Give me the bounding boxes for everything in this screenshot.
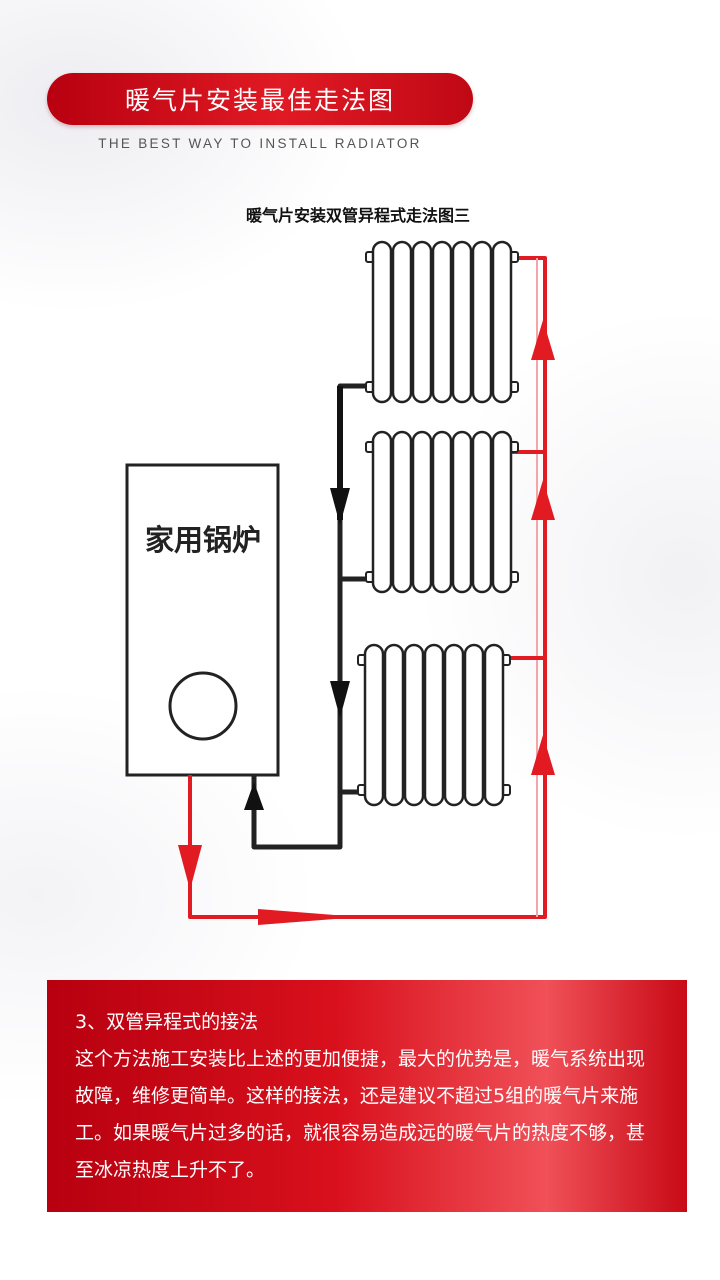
supply-arrow-right-icon <box>258 909 360 925</box>
return-arrow-down-icon <box>330 488 350 525</box>
boiler-label: 家用锅炉 <box>145 523 261 557</box>
radiator-fin <box>483 643 505 807</box>
radiator-fin <box>391 430 413 594</box>
radiator-fin <box>451 430 473 594</box>
radiator-fin <box>451 240 473 404</box>
page-title: 暖气片安装最佳走法图 <box>124 86 395 115</box>
radiator-fin <box>431 430 453 594</box>
boiler-dial-icon <box>168 671 238 741</box>
supply-arrow-down-icon <box>178 845 202 890</box>
supply-arrow-up-icon <box>531 320 555 360</box>
supply-flow-arrows <box>178 320 555 925</box>
radiator-fin <box>463 643 485 807</box>
radiator <box>365 430 519 594</box>
diagram-title: 暖气片安装双管异程式走法图三 <box>246 206 470 225</box>
radiator-fin <box>411 240 433 404</box>
radiator-fin <box>431 240 453 404</box>
radiator-fin <box>363 643 385 807</box>
radiator-fin <box>491 430 513 594</box>
radiator-fin <box>471 430 493 594</box>
supply-arrow-up-icon <box>531 480 555 520</box>
radiator-installation-diagram: 暖气片安装双管异程式走法图三 家用锅炉 <box>125 206 555 925</box>
page-subtitle: THE BEST WAY TO INSTALL RADIATOR <box>98 136 422 151</box>
return-arrow-up-icon <box>244 782 264 810</box>
radiators <box>357 240 519 807</box>
radiator <box>365 240 519 404</box>
radiator-fin <box>411 430 433 594</box>
radiator-fin <box>471 240 493 404</box>
supply-arrow-up-icon <box>531 735 555 775</box>
boiler: 家用锅炉 <box>125 463 280 777</box>
info-heading: 3、双管异程式的接法 <box>75 1011 259 1033</box>
radiator-fin <box>423 643 445 807</box>
return-pipe-main <box>251 383 368 850</box>
radiator-fin <box>403 643 425 807</box>
return-arrow-down-icon <box>330 681 350 718</box>
info-panel: 3、双管异程式的接法 这个方法施工安装比上述的更加便捷，最大的优势是，暖气系统出… <box>47 980 687 1212</box>
radiator-fin <box>383 643 405 807</box>
title-banner: 暖气片安装最佳走法图 <box>47 73 473 125</box>
radiator <box>357 643 511 807</box>
radiator-fin <box>491 240 513 404</box>
return-flow-arrows <box>244 488 350 810</box>
radiator-fin <box>391 240 413 404</box>
info-body: 这个方法施工安装比上述的更加便捷，最大的优势是，暖气系统出现故障，维修更简单。这… <box>75 1048 646 1181</box>
radiator-fin <box>443 643 465 807</box>
radiator-fin <box>371 240 393 404</box>
radiator-fin <box>371 430 393 594</box>
